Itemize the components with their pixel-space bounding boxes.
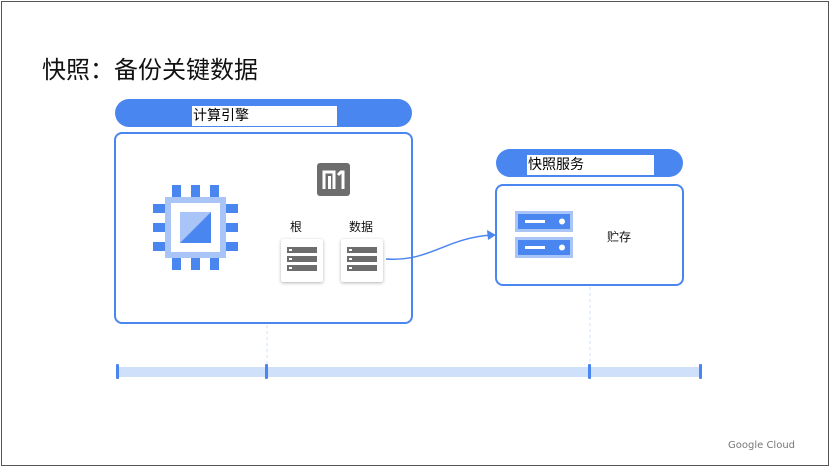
- root-disk-label: 根: [290, 220, 303, 234]
- curved-arrow-icon: [385, 234, 493, 260]
- data-disk-label: 数据: [349, 220, 374, 234]
- page-title: 快照：备份关键数据: [42, 56, 258, 84]
- timeline-tick-start: [116, 364, 119, 379]
- compute-engine-label: 计算引擎: [192, 106, 337, 126]
- data-disk-icon: [341, 239, 383, 282]
- timeline-tick-end: [699, 364, 702, 379]
- cpu-chip-icon: [153, 185, 238, 270]
- root-disk-icon: [281, 239, 323, 282]
- snapshot-service-label: 快照服务: [527, 155, 654, 175]
- storage-server-icon: [515, 211, 573, 258]
- storage-label: 贮存: [607, 230, 632, 244]
- google-cloud-brand: Google Cloud: [728, 440, 796, 451]
- timeline-tick-compute: [265, 364, 268, 379]
- snapshot-service-box: [495, 184, 684, 286]
- compute-engine-logo-icon: [317, 163, 350, 196]
- arrowhead-icon: [487, 230, 496, 240]
- timeline-tick-snapshot: [588, 364, 591, 379]
- timeline-bar: [117, 367, 702, 377]
